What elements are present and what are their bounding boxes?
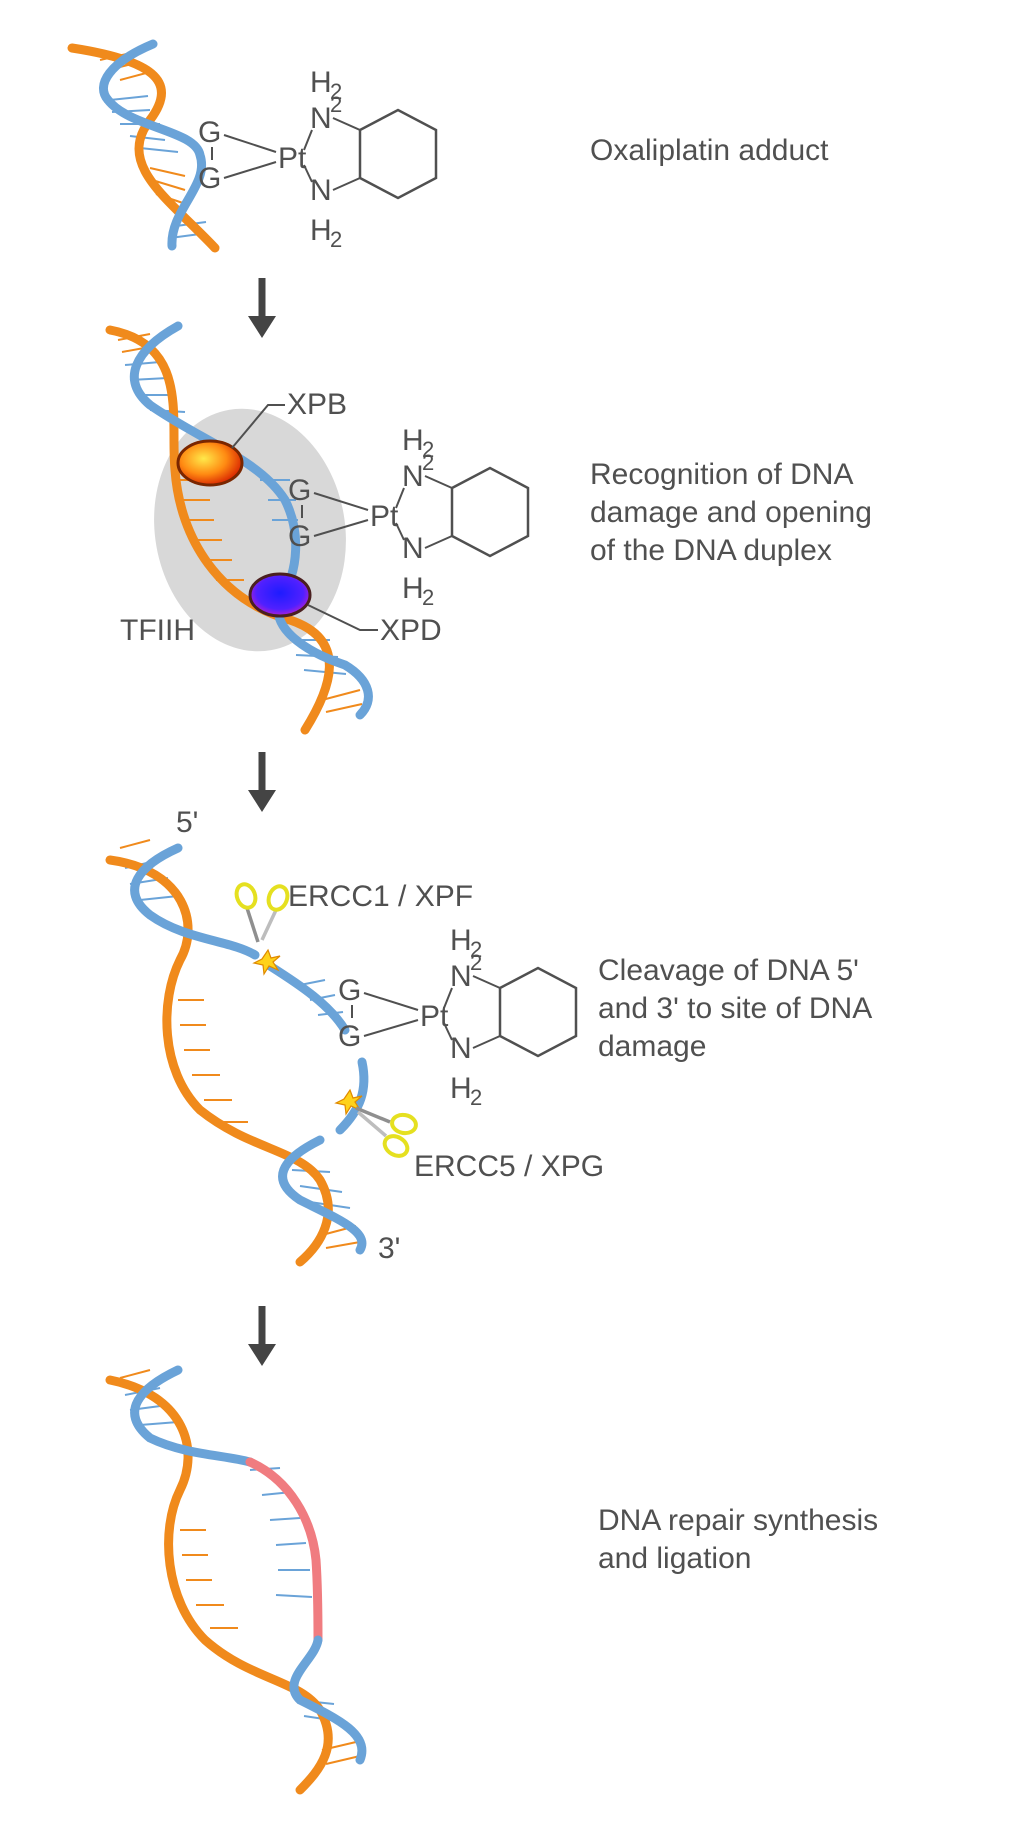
platinum-label: Pt	[278, 142, 307, 175]
caption-cleavage-line-3: damage	[598, 1030, 706, 1063]
caption-cleavage-line-2: and 3' to site of DNA	[598, 992, 872, 1025]
platinum-label: Pt	[370, 500, 399, 533]
down-arrow-icon	[248, 1306, 276, 1366]
caption-repair-line-2: and ligation	[598, 1542, 751, 1575]
hydrogen-label: H	[450, 1072, 472, 1105]
step-2: XPB XPD TFIIH G G Pt H 2 N 2 N H 2 Recog…	[105, 321, 872, 735]
subscript-2: 2	[422, 437, 434, 462]
scissors-icon	[234, 882, 290, 943]
cleavage-spark-icon	[334, 1088, 363, 1116]
caption-oxaliplatin-adduct: Oxaliplatin adduct	[590, 134, 829, 167]
repair-patch	[245, 1457, 323, 1645]
caption-repair-line-1: DNA repair synthesis	[598, 1504, 878, 1537]
superscript-2: 2	[470, 950, 482, 975]
guanine-label: G	[338, 1020, 361, 1053]
xpb-helicase	[176, 439, 244, 487]
label-5-prime: 5'	[176, 806, 198, 839]
label-xpb: XPB	[287, 388, 347, 421]
guanine-label: G	[338, 974, 361, 1007]
oxaliplatin-structure-2: G G Pt H 2 N 2 N H 2	[288, 424, 530, 610]
label-xpd: XPD	[380, 614, 442, 647]
guanine-label: G	[288, 520, 311, 553]
down-arrow-icon	[248, 752, 276, 812]
oxaliplatin-structure-1: G G Pt H 2 N 2 N H 2	[198, 66, 438, 252]
nitrogen-label: N	[450, 1032, 472, 1065]
nitrogen-label: N	[450, 960, 472, 993]
hydrogen-label: H	[310, 214, 332, 247]
guanine-label: G	[288, 474, 311, 507]
nitrogen-label: N	[402, 460, 424, 493]
step-3: 5' 3' ERCC1 / XPF ERCC5 / XPG G G Pt H 2…	[105, 806, 872, 1267]
caption-recognition-line-2: damage and opening	[590, 496, 872, 529]
step-4: DNA repair synthesis and ligation	[105, 1365, 878, 1795]
caption-recognition-line-1: Recognition of DNA	[590, 458, 853, 491]
caption-cleavage-line-1: Cleavage of DNA 5'	[598, 954, 859, 987]
hydrogen-label: H	[450, 924, 472, 957]
superscript-2: 2	[422, 450, 434, 475]
label-3-prime: 3'	[378, 1232, 400, 1265]
hydrogen-label: H	[402, 424, 424, 457]
nitrogen-label: N	[310, 102, 332, 135]
nitrogen-label: N	[402, 532, 424, 565]
dna-helix-4	[105, 1365, 367, 1795]
subscript-2: 2	[470, 937, 482, 962]
subscript-2: 2	[422, 585, 434, 610]
step-1: G G Pt H 2 N 2 N H 2 Oxaliplatin adduct	[67, 39, 829, 253]
cleavage-spark-icon	[252, 948, 281, 976]
subscript-2: 2	[470, 1085, 482, 1110]
guanine-label: G	[198, 116, 221, 149]
label-ercc1-xpf: ERCC1 / XPF	[288, 880, 473, 913]
hydrogen-label: H	[310, 66, 332, 99]
dna-helix-1	[67, 39, 220, 253]
nitrogen-label: N	[310, 174, 332, 207]
hydrogen-label: H	[402, 572, 424, 605]
label-tfiih: TFIIH	[120, 614, 195, 647]
down-arrow-icon	[248, 278, 276, 338]
caption-recognition-line-3: of the DNA duplex	[590, 534, 832, 567]
superscript-2: 2	[330, 92, 342, 117]
dna-helix-2	[105, 321, 373, 735]
subscript-2: 2	[330, 79, 342, 104]
xpd-helicase	[248, 572, 312, 618]
oxaliplatin-structure-3: G G Pt H 2 N 2 N H 2	[338, 924, 578, 1110]
label-ercc5-xpg: ERCC5 / XPG	[414, 1150, 604, 1183]
base-pairs-4b	[119, 1369, 361, 1765]
subscript-2: 2	[330, 227, 342, 252]
scissors-icon	[355, 1106, 418, 1158]
dna-helix-3	[105, 839, 369, 1267]
guanine-label: G	[198, 162, 221, 195]
